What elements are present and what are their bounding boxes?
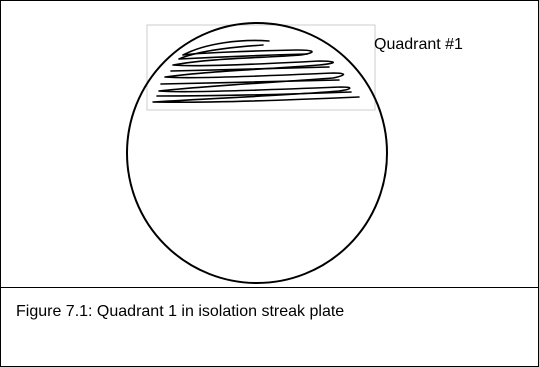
streak-lines xyxy=(152,39,360,103)
figure-caption: Figure 7.1: Quadrant 1 in isolation stre… xyxy=(16,303,345,320)
streak-line xyxy=(156,91,352,97)
streak-line xyxy=(178,44,308,60)
figure-panel: Quadrant #1 xyxy=(1,1,538,288)
petri-dish xyxy=(126,22,388,284)
streak-line xyxy=(152,39,360,103)
caption-panel: Figure 7.1: Quadrant 1 in isolation stre… xyxy=(1,288,538,366)
quadrant-label: Quadrant #1 xyxy=(374,36,463,53)
streak-line xyxy=(160,79,340,85)
streak-plate-diagram xyxy=(126,22,388,284)
quadrant-1-region xyxy=(146,24,376,111)
streak-line xyxy=(170,66,330,72)
